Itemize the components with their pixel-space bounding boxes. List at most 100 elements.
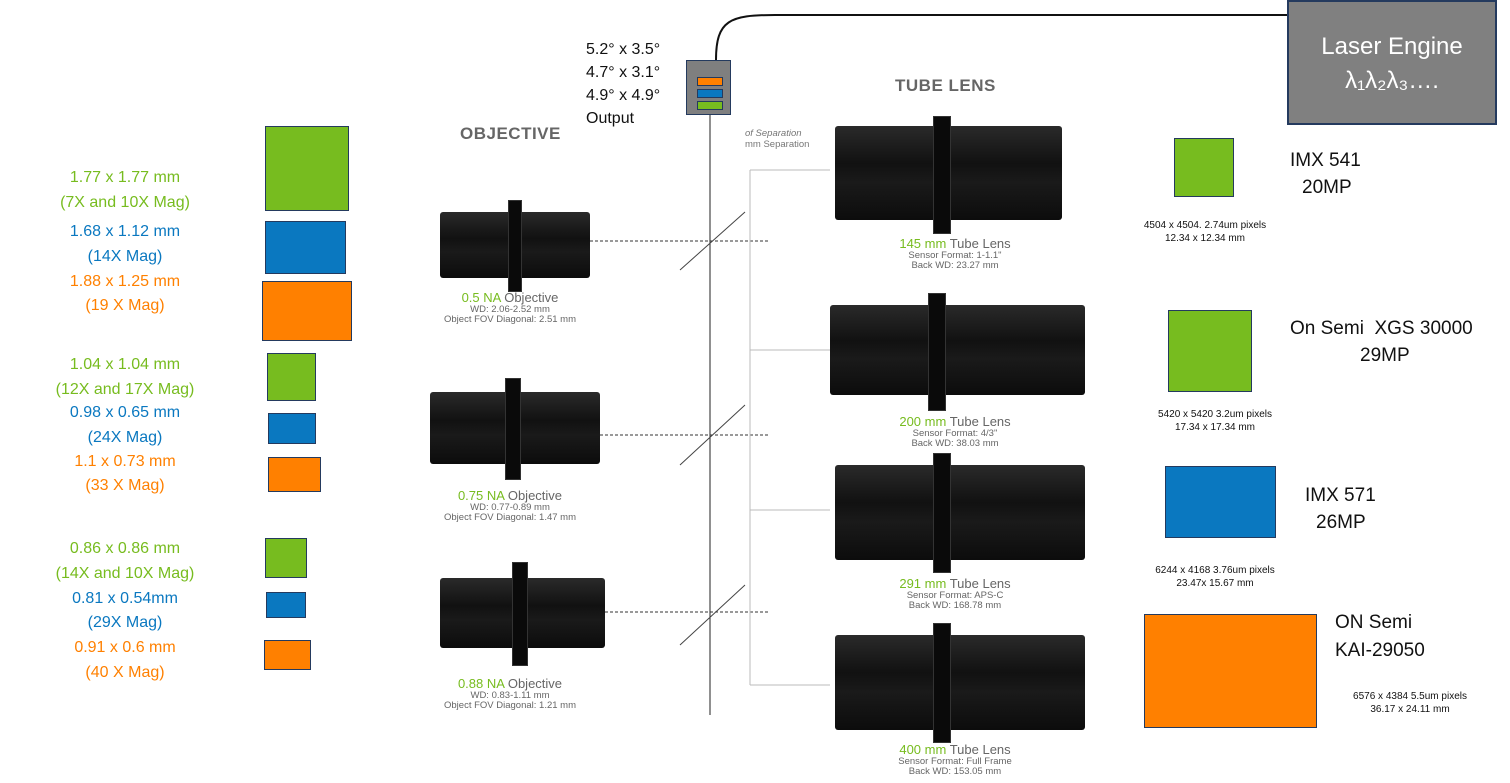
sensor-mp: KAI-29050 bbox=[1335, 640, 1425, 661]
spec-size: 36.17 x 24.11 mm bbox=[1370, 704, 1450, 715]
objective-header: OBJECTIVE bbox=[460, 124, 561, 143]
separation-note: of Separation mm Separation bbox=[745, 128, 809, 150]
laser-engine-box: Laser Engine λ₁λ₂λ₃…. bbox=[1287, 0, 1497, 125]
wd: WD: 2.06-2.52 mm bbox=[470, 304, 550, 315]
fov-square-orange bbox=[268, 457, 321, 492]
mag-label: (12X and 17X Mag) bbox=[55, 381, 195, 398]
focal-length: 200 mm bbox=[899, 414, 947, 429]
fov-label: 0.91 x 0.6 mm bbox=[74, 639, 176, 656]
separation-line: of Separation bbox=[745, 128, 802, 139]
mag-label: (33 X Mag) bbox=[85, 477, 165, 494]
sensor-mp: 26MP bbox=[1316, 512, 1366, 533]
laser-wavelengths: λ₁λ₂λ₃…. bbox=[1345, 67, 1439, 94]
spec-pixels: 6244 x 4168 3.76um pixels bbox=[1155, 565, 1275, 576]
fov-square-orange bbox=[262, 281, 352, 341]
back-wd: Back WD: 153.05 mm bbox=[908, 766, 1002, 777]
tube-name: Tube Lens bbox=[949, 742, 1011, 757]
mag-label: (19 X Mag) bbox=[85, 297, 165, 314]
sensor-spec: 4504 x 4504. 2.74um pixels 12.34 x 12.34 … bbox=[1105, 219, 1305, 245]
fov-diag: Object FOV Diagonal: 1.47 mm bbox=[444, 512, 576, 523]
mag-label: (7X and 10X Mag) bbox=[60, 194, 190, 211]
sensor-format: Sensor Format: 1-1.1" bbox=[908, 250, 1002, 261]
back-wd: Back WD: 38.03 mm bbox=[911, 438, 999, 449]
output-line: 5.2° x 3.5° bbox=[586, 41, 661, 58]
sensor-name: On Semi XGS 30000 bbox=[1290, 318, 1473, 339]
tube-lens-291 bbox=[835, 453, 1085, 573]
sensor-kai29050 bbox=[1144, 614, 1317, 728]
output-line: 4.9° x 4.9° bbox=[586, 87, 661, 104]
fov-square-blue bbox=[268, 413, 316, 444]
tube-name: Tube Lens bbox=[949, 236, 1011, 251]
fov-label: 1.04 x 1.04 mm bbox=[69, 356, 181, 373]
fov-diag: Object FOV Diagonal: 2.51 mm bbox=[444, 314, 576, 325]
objective-name: Objective bbox=[504, 290, 559, 305]
wd: WD: 0.83-1.11 mm bbox=[470, 690, 550, 701]
fov-square-green bbox=[265, 538, 307, 578]
fov-square-blue bbox=[266, 592, 306, 618]
fov-diag: Object FOV Diagonal: 1.21 mm bbox=[444, 700, 576, 711]
sensor-format: Sensor Format: 4/3" bbox=[912, 428, 998, 439]
objective-lens-0.75na bbox=[430, 378, 600, 480]
sensor-name: ON Semi bbox=[1335, 612, 1413, 633]
mag-label: (24X Mag) bbox=[87, 429, 163, 446]
mag-label: (14X Mag) bbox=[87, 248, 163, 265]
sensor-mp: 20MP bbox=[1302, 177, 1352, 198]
mag-label: (14X and 10X Mag) bbox=[55, 565, 195, 582]
laser-title: Laser Engine bbox=[1321, 33, 1463, 60]
output-line: Output bbox=[586, 110, 635, 127]
sensor-imx541 bbox=[1174, 138, 1234, 197]
mag-label: (29X Mag) bbox=[87, 614, 163, 631]
objective-lens-0.5na bbox=[440, 200, 590, 292]
sensor-spec: 5420 x 5420 3.2um pixels 17.34 x 17.34 mm bbox=[1115, 408, 1315, 434]
sensor-name: IMX 541 bbox=[1290, 150, 1361, 171]
objective-name: Objective bbox=[507, 488, 563, 503]
tube-name: Tube Lens bbox=[949, 414, 1011, 429]
fov-square-orange bbox=[264, 640, 311, 670]
spec-pixels: 4504 x 4504. 2.74um pixels bbox=[1143, 220, 1267, 231]
sensor-name: IMX 571 bbox=[1305, 485, 1376, 506]
separation-line: mm Separation bbox=[745, 139, 810, 150]
objective-lens-0.88na bbox=[440, 562, 605, 666]
spec-pixels: 5420 x 5420 3.2um pixels bbox=[1158, 409, 1272, 420]
spec-size: 12.34 x 12.34 mm bbox=[1164, 233, 1246, 244]
tube-lens-200 bbox=[830, 293, 1085, 411]
spec-pixels: 6576 x 4384 5.5um pixels bbox=[1353, 691, 1467, 702]
focal-length: 145 mm bbox=[899, 236, 947, 251]
back-wd: Back WD: 168.78 mm bbox=[908, 600, 1002, 611]
output-box bbox=[686, 60, 731, 115]
fov-label: 0.86 x 0.86 mm bbox=[69, 540, 181, 557]
sensor-spec: 6576 x 4384 5.5um pixels 36.17 x 24.11 mm bbox=[1310, 690, 1510, 716]
focal-length: 400 mm bbox=[899, 742, 947, 757]
mag-label: (40 X Mag) bbox=[85, 664, 165, 681]
fov-square-blue bbox=[265, 221, 346, 274]
sensor-format: Sensor Format: APS-C bbox=[906, 590, 1004, 601]
fov-label: 0.98 x 0.65 mm bbox=[69, 404, 181, 421]
sensor-xgs30000 bbox=[1168, 310, 1252, 392]
na-value: 0.5 NA bbox=[461, 290, 501, 305]
objective-name: Objective bbox=[507, 676, 563, 691]
spec-size: 17.34 x 17.34 mm bbox=[1174, 422, 1256, 433]
fov-square-green bbox=[267, 353, 316, 401]
wd: WD: 0.77-0.89 mm bbox=[470, 502, 550, 513]
focal-length: 291 mm bbox=[899, 576, 947, 591]
fov-label: 1.68 x 1.12 mm bbox=[69, 223, 181, 240]
fov-square-green bbox=[265, 126, 349, 211]
output-line: 4.7° x 3.1° bbox=[586, 64, 661, 81]
tube-lens-400 bbox=[835, 623, 1085, 743]
output-angles: 5.2° x 3.5° 4.7° x 3.1° 4.9° x 4.9° Outp… bbox=[586, 38, 660, 130]
fov-label: 0.81 x 0.54mm bbox=[72, 590, 178, 607]
tube-name: Tube Lens bbox=[949, 576, 1011, 591]
sensor-imx571 bbox=[1165, 466, 1276, 538]
tube-lens-header: TUBE LENS bbox=[895, 76, 996, 95]
spec-size: 23.47x 15.67 mm bbox=[1176, 578, 1254, 589]
sensor-mp: 29MP bbox=[1360, 345, 1410, 366]
sensor-spec: 6244 x 4168 3.76um pixels 23.47x 15.67 mm bbox=[1115, 564, 1315, 590]
fov-label: 1.88 x 1.25 mm bbox=[69, 273, 181, 290]
